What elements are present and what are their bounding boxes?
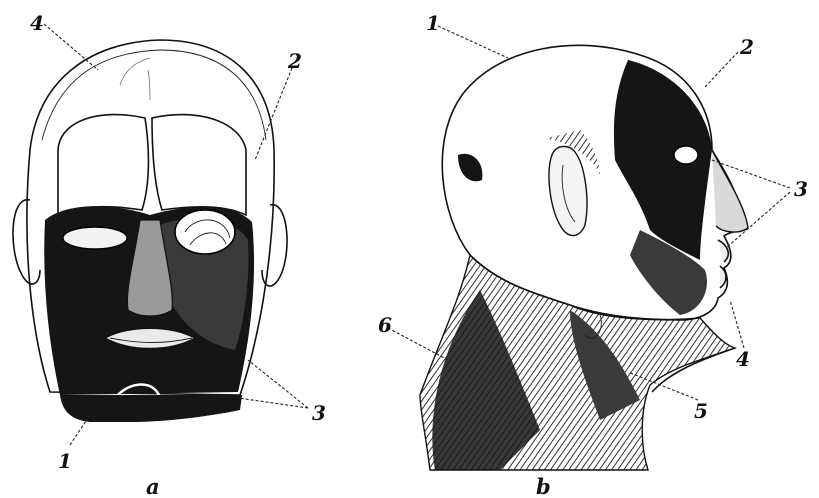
label-b-1: 1 <box>426 11 440 35</box>
caption-a: a <box>146 474 160 498</box>
right-eye-a <box>175 210 235 254</box>
label-b-5: 5 <box>694 399 708 423</box>
face-muscles-b <box>614 60 712 260</box>
label-b-4: 4 <box>736 347 750 371</box>
label-a-1: 1 <box>58 449 72 473</box>
label-a-4: 4 <box>30 11 44 35</box>
frontal-muscle-right <box>152 115 246 215</box>
label-b-6: 6 <box>378 313 392 337</box>
caption-b: b <box>536 474 551 498</box>
right-ear-a <box>262 205 287 286</box>
eye-b <box>674 146 698 164</box>
ear-b <box>549 146 587 235</box>
label-b-2: 2 <box>739 35 754 59</box>
label-a-3: 3 <box>312 401 326 425</box>
frontal-muscle-left <box>58 115 148 215</box>
label-b-3: 3 <box>794 177 808 201</box>
label-a-2: 2 <box>287 49 302 73</box>
left-eye-a <box>63 227 127 249</box>
figure-a-front-head <box>13 40 287 422</box>
